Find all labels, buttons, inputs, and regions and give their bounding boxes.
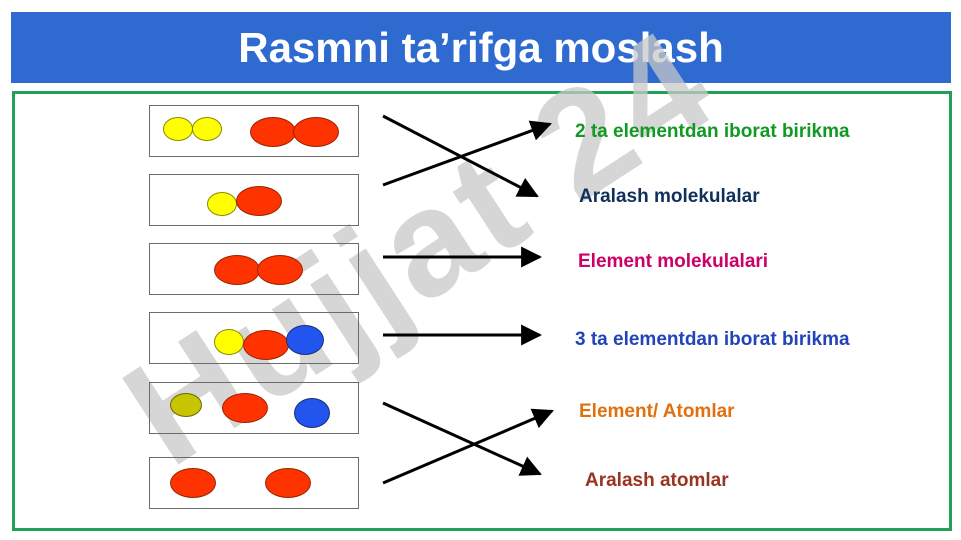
red-atom [170,468,216,498]
red-atom [214,255,260,285]
slide-title: Rasmni ta’rifga moslash [238,23,724,71]
picture-box-3 [149,243,359,295]
definition-1: 2 ta elementdan iborat birikma [575,121,850,142]
yellow-atom [192,117,222,141]
definition-5: Element/ Atomlar [579,401,735,422]
definition-6: Aralash atomlar [585,470,729,491]
definition-4: 3 ta elementdan iborat birikma [575,329,850,350]
blue-atom [286,325,324,355]
red-atom [265,468,311,498]
picture-box-4 [149,312,359,364]
definition-2: Aralash molekulalar [579,186,760,207]
picture-box-5 [149,382,359,434]
arrow-5 [382,401,542,476]
content-frame [12,91,952,531]
yellow-atom [163,117,193,141]
title-bar: Rasmni ta’rifga moslash [11,12,951,83]
red-atom [293,117,339,147]
red-atom [236,186,282,216]
picture-box-6 [149,457,359,509]
red-atom [250,117,296,147]
yellow-atom [207,192,237,216]
arrow-6 [382,408,554,485]
blue-atom [294,398,330,428]
picture-box-2 [149,174,359,226]
definition-3: Element molekulalari [578,251,769,272]
picture-box-1 [149,105,359,157]
red-atom [257,255,303,285]
olive-atom [170,393,202,417]
arrow-2 [382,120,552,187]
red-atom [222,393,268,423]
